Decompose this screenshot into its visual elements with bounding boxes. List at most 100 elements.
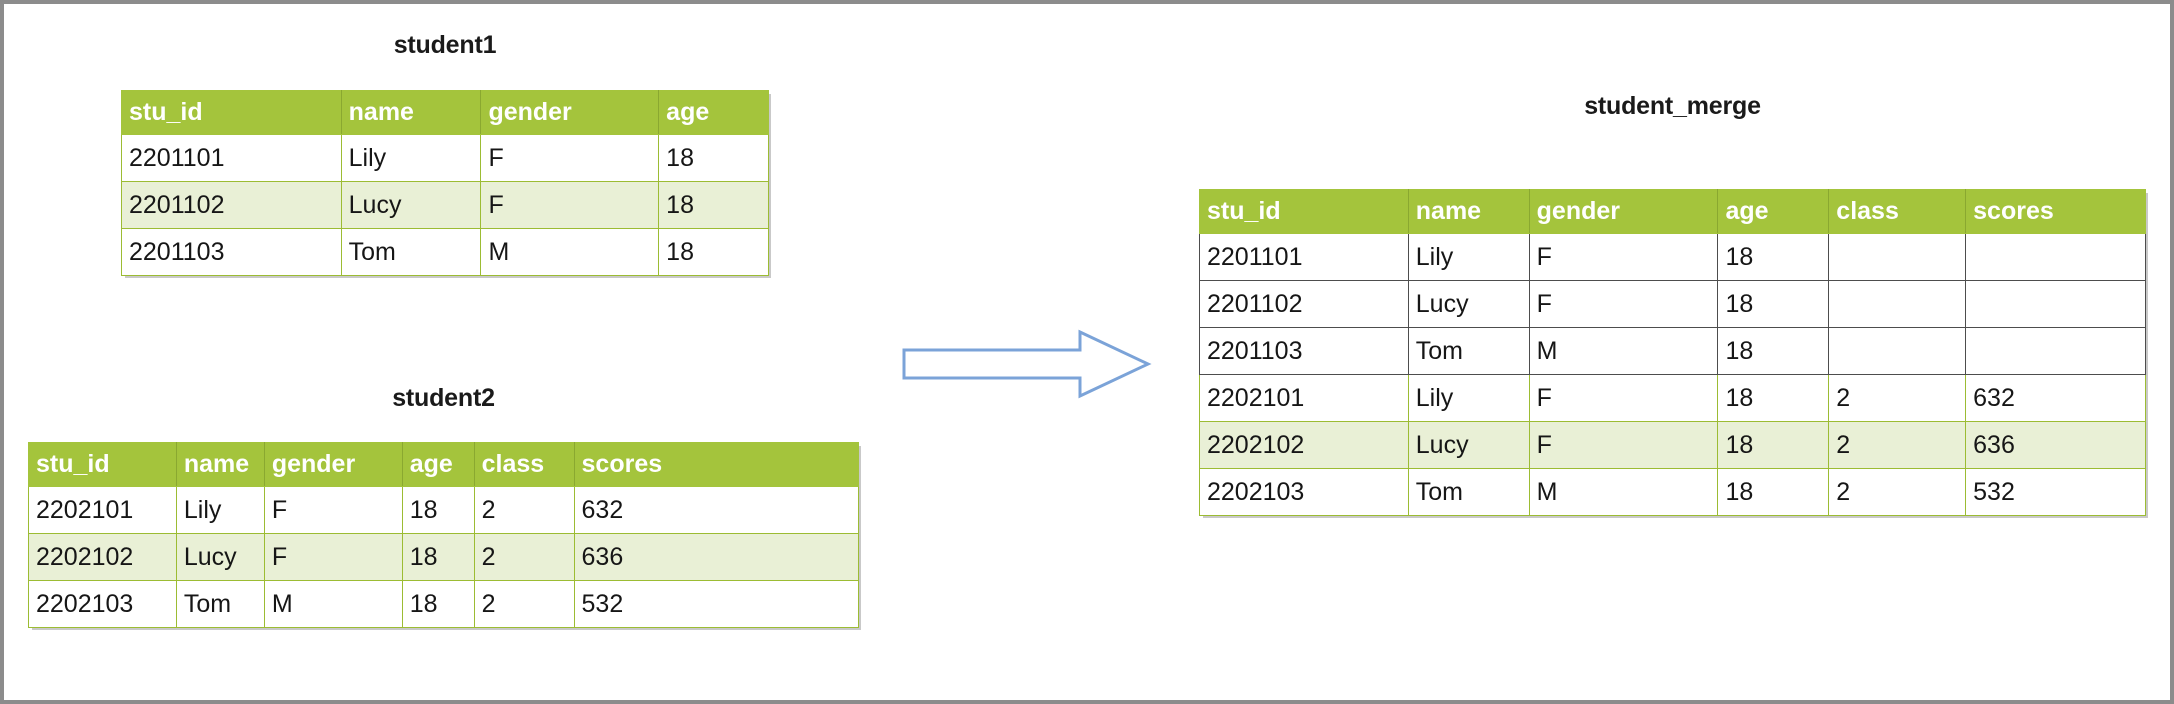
cell-scores: 532 (1965, 468, 2146, 516)
cell-stu_id: 2202103 (28, 580, 177, 628)
cell-stu_id: 2202101 (1199, 374, 1409, 422)
cell-gender: M (480, 228, 660, 276)
column-header-stu_id: stu_id (121, 90, 342, 135)
cell-gender: F (1528, 374, 1719, 422)
column-header-age: age (1717, 189, 1830, 234)
column-header-gender: gender (480, 90, 660, 135)
cell-age: 18 (401, 486, 475, 534)
cell-name: Lucy (340, 181, 482, 229)
student2-title: student2 (392, 384, 495, 412)
cell-name: Tom (175, 580, 265, 628)
column-header-stu_id: stu_id (28, 442, 177, 487)
cell-stu_id: 2201103 (121, 228, 342, 276)
cell-class: 2 (1828, 468, 1967, 516)
cell-gender: F (1528, 233, 1719, 281)
cell-age: 18 (1717, 374, 1830, 422)
cell-gender: M (1528, 468, 1719, 516)
cell-gender: F (1528, 280, 1719, 328)
column-header-scores: scores (1965, 189, 2146, 234)
cell-age: 18 (658, 134, 769, 182)
cell-name: Lily (175, 486, 265, 534)
column-header-gender: gender (1528, 189, 1719, 234)
column-header-gender: gender (263, 442, 403, 487)
cell-name: Lucy (175, 533, 265, 581)
cell-scores: 632 (573, 486, 860, 534)
cell-stu_id: 2202101 (28, 486, 177, 534)
cell-gender: M (1528, 327, 1719, 375)
cell-class: 2 (473, 533, 575, 581)
merge-arrow-icon (902, 329, 1152, 399)
cell-gender: F (480, 181, 660, 229)
column-header-age: age (401, 442, 475, 487)
column-header-stu_id: stu_id (1199, 189, 1409, 234)
cell-age: 18 (1717, 421, 1830, 469)
column-header-name: name (340, 90, 482, 135)
cell-stu_id: 2202102 (1199, 421, 1409, 469)
column-header-name: name (175, 442, 265, 487)
cell-scores (1965, 327, 2146, 375)
cell-scores (1965, 233, 2146, 281)
cell-name: Lucy (1407, 421, 1530, 469)
cell-class (1828, 327, 1967, 375)
column-header-age: age (658, 90, 769, 135)
cell-scores: 636 (1965, 421, 2146, 469)
cell-class: 2 (1828, 421, 1967, 469)
cell-name: Tom (1407, 468, 1530, 516)
student1-title: student1 (393, 31, 497, 59)
cell-age: 18 (658, 181, 769, 229)
cell-stu_id: 2201102 (121, 181, 342, 229)
cell-age: 18 (1717, 280, 1830, 328)
cell-name: Lily (340, 134, 482, 182)
column-header-class: class (473, 442, 575, 487)
cell-scores: 532 (573, 580, 860, 628)
cell-gender: F (263, 533, 403, 581)
cell-stu_id: 2201101 (1199, 233, 1409, 281)
column-header-scores: scores (573, 442, 860, 487)
cell-scores (1965, 280, 2146, 328)
cell-name: Lucy (1407, 280, 1530, 328)
cell-name: Tom (340, 228, 482, 276)
cell-gender: F (1528, 421, 1719, 469)
cell-name: Lily (1407, 374, 1530, 422)
cell-stu_id: 2202103 (1199, 468, 1409, 516)
cell-stu_id: 2201101 (121, 134, 342, 182)
cell-age: 18 (1717, 327, 1830, 375)
cell-age: 18 (401, 580, 475, 628)
cell-scores: 636 (573, 533, 860, 581)
cell-class: 2 (473, 580, 575, 628)
student-merge-title: student_merge (1584, 92, 1761, 120)
cell-class: 2 (473, 486, 575, 534)
cell-gender: F (263, 486, 403, 534)
cell-age: 18 (1717, 233, 1830, 281)
cell-gender: M (263, 580, 403, 628)
cell-stu_id: 2202102 (28, 533, 177, 581)
cell-stu_id: 2201102 (1199, 280, 1409, 328)
cell-age: 18 (401, 533, 475, 581)
cell-name: Lily (1407, 233, 1530, 281)
